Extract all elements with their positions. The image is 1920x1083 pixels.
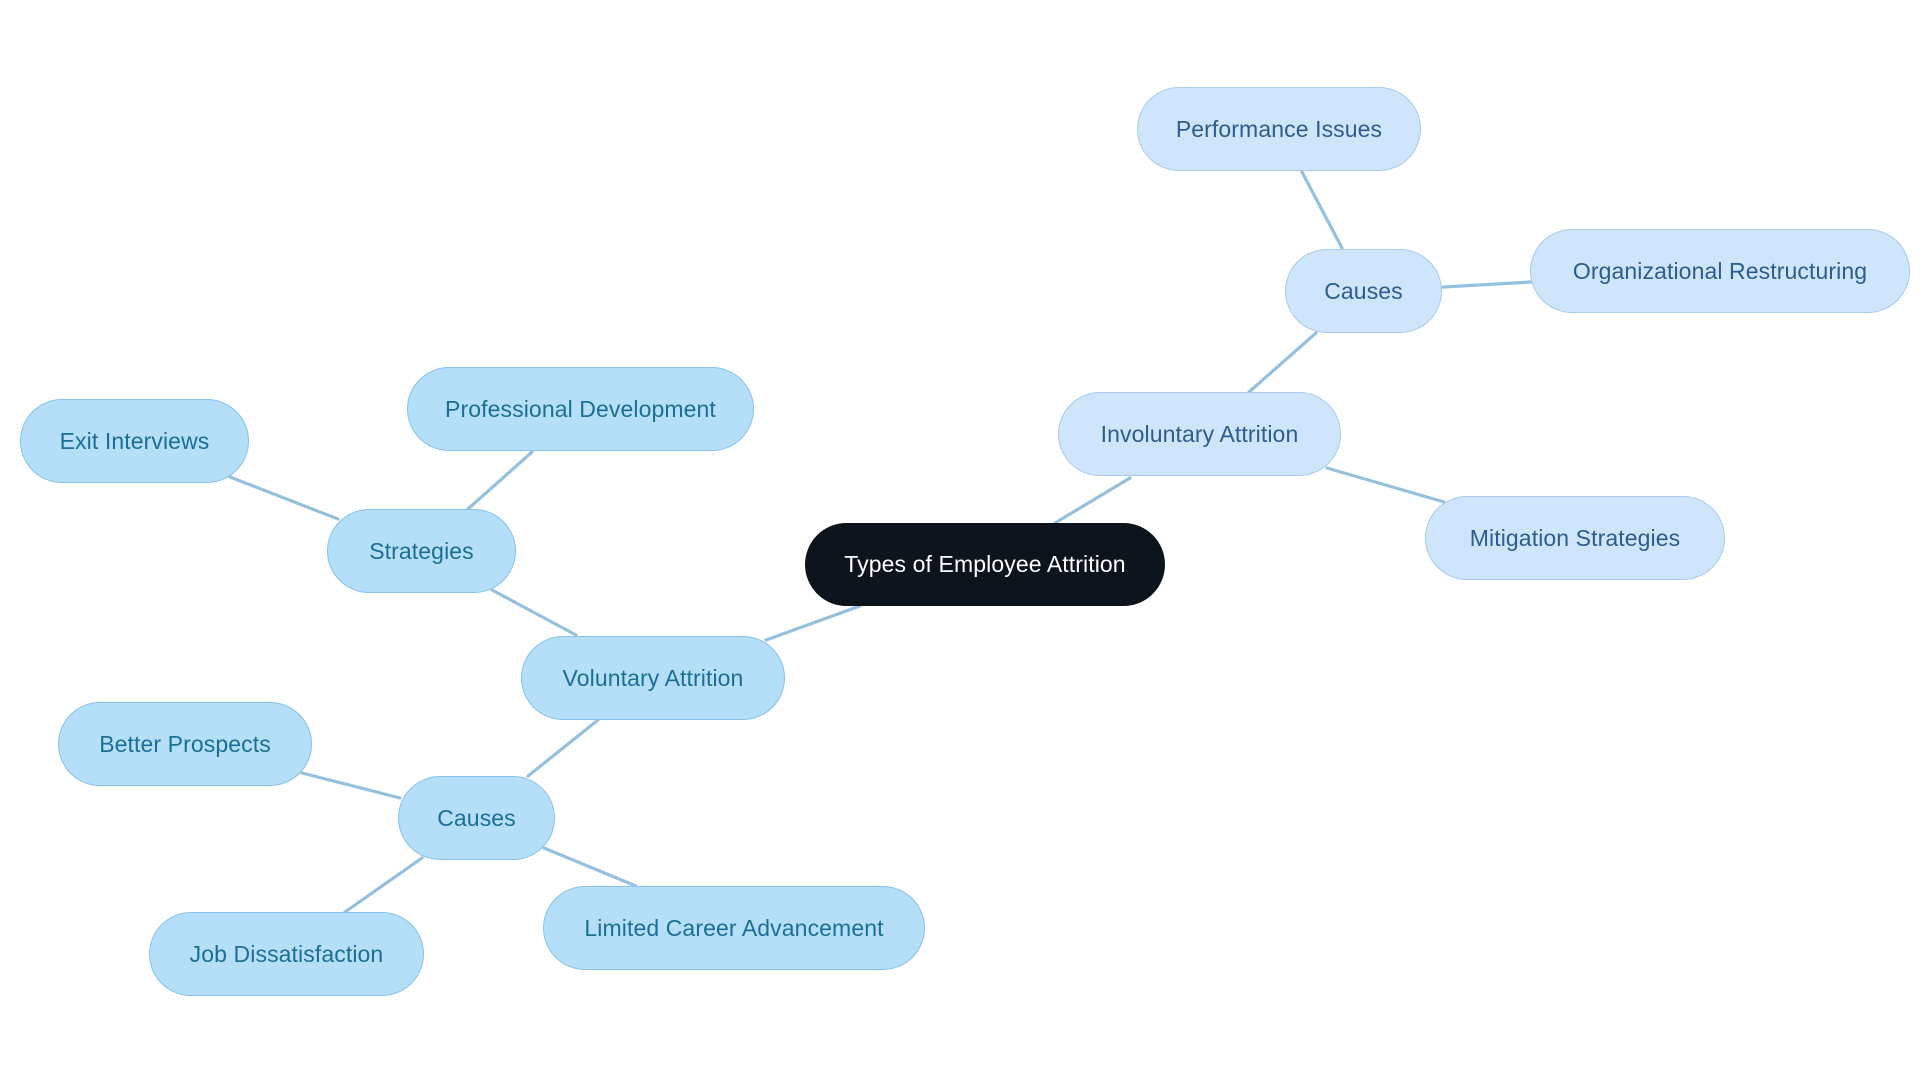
- node-strategies: Strategies: [327, 509, 516, 593]
- edge-root-voluntary: [764, 604, 862, 642]
- edge-causes-job-dissatisfaction: [343, 856, 424, 914]
- edge-causes-performance-issues: [1300, 170, 1344, 250]
- edge-involuntary-mitigation: [1325, 466, 1446, 504]
- node-job-dissatisfaction: Job Dissatisfaction: [149, 912, 424, 996]
- edge-involuntary-causes: [1247, 331, 1318, 394]
- node-involuntary-attrition: Involuntary Attrition: [1058, 392, 1341, 476]
- node-causes-voluntary: Causes: [398, 776, 555, 860]
- node-limited-career-advancement: Limited Career Advancement: [543, 886, 925, 970]
- root-node-types-of-employee-attrition: Types of Employee Attrition: [805, 523, 1165, 606]
- node-voluntary-attrition: Voluntary Attrition: [521, 636, 785, 720]
- edge-strategies-professional-development: [466, 450, 534, 511]
- node-better-prospects: Better Prospects: [58, 702, 312, 786]
- node-mitigation-strategies: Mitigation Strategies: [1425, 496, 1725, 580]
- node-performance-issues: Performance Issues: [1137, 87, 1421, 171]
- edge-voluntary-causes: [526, 718, 600, 778]
- edge-voluntary-strategies: [490, 588, 578, 637]
- node-organizational-restructuring: Organizational Restructuring: [1530, 229, 1910, 313]
- edge-causes-limited-career: [542, 846, 638, 888]
- edge-root-involuntary: [1053, 476, 1132, 525]
- edge-causes-better-prospects: [300, 771, 402, 800]
- node-professional-development: Professional Development: [407, 367, 754, 451]
- node-exit-interviews: Exit Interviews: [20, 399, 249, 483]
- edge-causes-organizational-restructuring: [1441, 280, 1533, 289]
- edge-strategies-exit-interviews: [228, 475, 340, 521]
- node-causes-involuntary: Causes: [1285, 249, 1442, 333]
